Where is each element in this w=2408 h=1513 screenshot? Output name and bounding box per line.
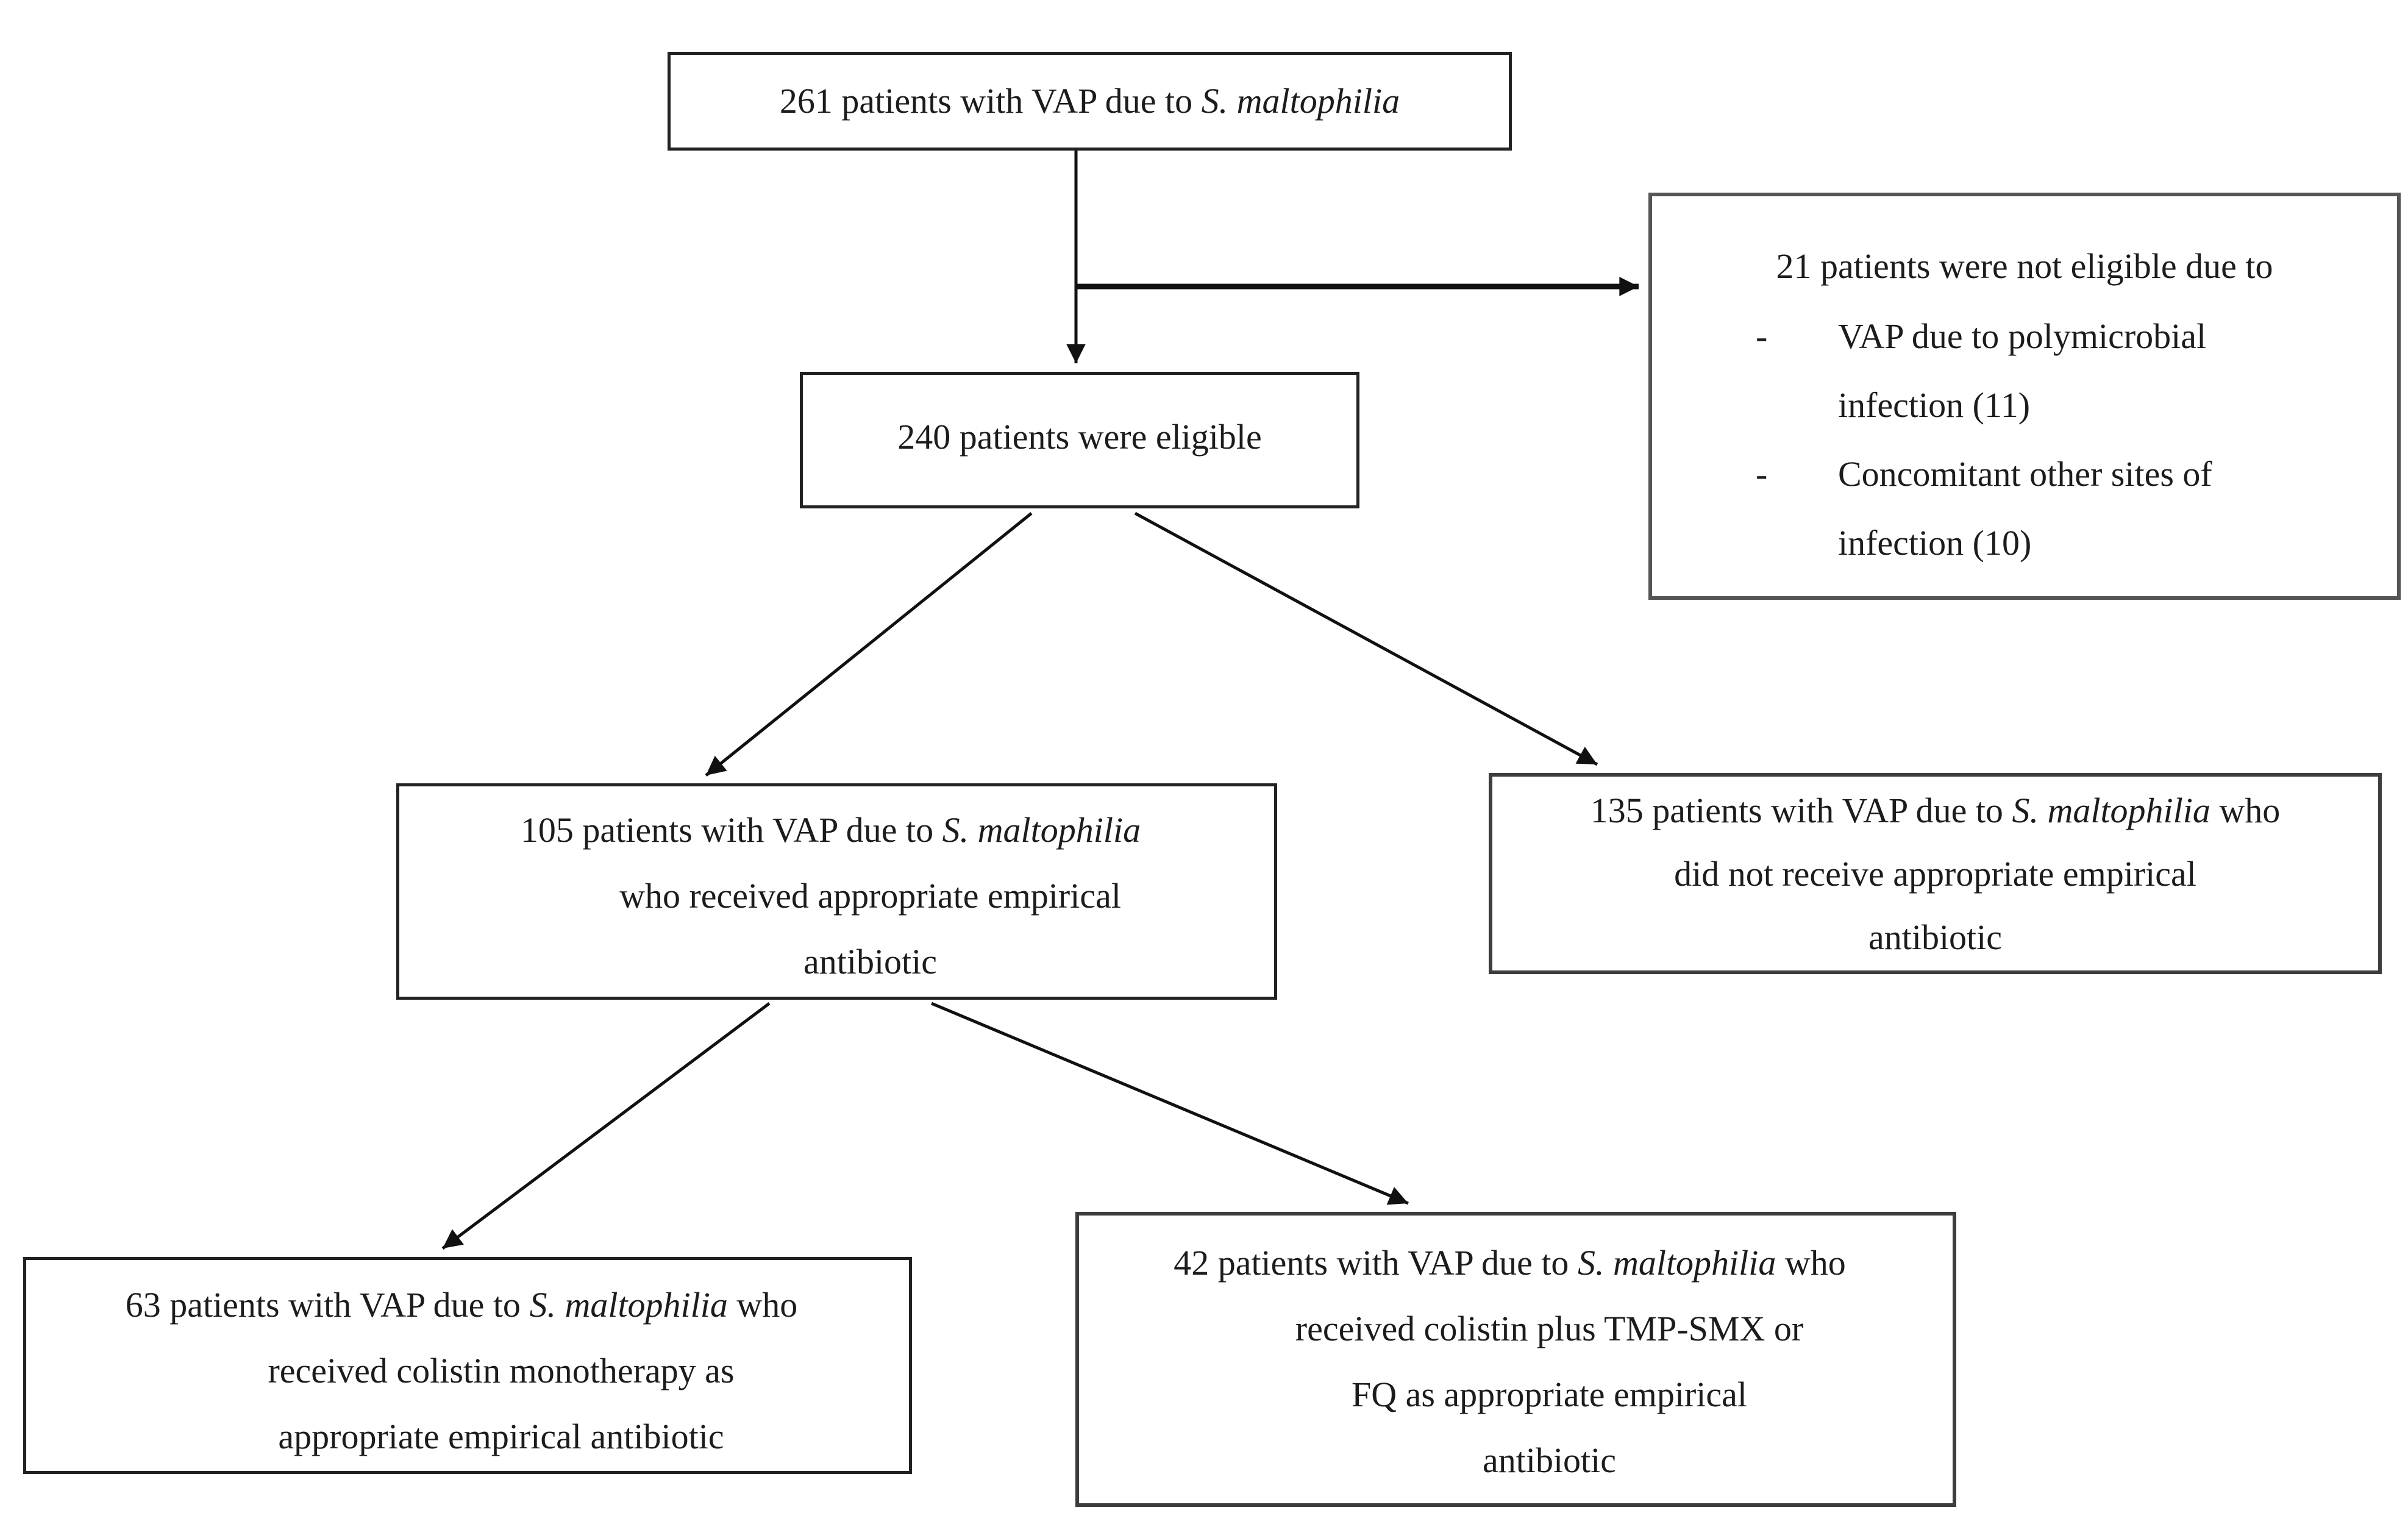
box-42-line-1: 42 patients with VAP due to S. maltophil… [1174, 1243, 1846, 1283]
box-21-not-eligible: 21 patients were not eligible due to -VA… [1648, 193, 2401, 600]
box-42-line-4: antibiotic [1482, 1440, 1617, 1480]
arrow-240-to-135 [1134, 511, 1598, 766]
box-135-line-3: antibiotic [1868, 917, 2003, 957]
box-63-colistin-monotherapy: 63 patients with VAP due to S. maltophil… [23, 1257, 912, 1474]
box-135-no-appropriate-empirical: 135 patients with VAP due to S. maltophi… [1489, 773, 2382, 974]
box-240-eligible: 240 patients were eligible [800, 372, 1359, 508]
box-105-appropriate-empirical: 105 patients with VAP due to S. maltophi… [396, 783, 1277, 1000]
arrow-105-to-42 [931, 1002, 1409, 1205]
box-21-bullet-list: -VAP due to polymicrobial infection (11)… [1652, 301, 2397, 577]
box-42-colistin-combination: 42 patients with VAP due to S. maltophil… [1075, 1212, 1956, 1507]
box-105-line-3: antibiotic [803, 942, 938, 981]
box-240-text: 240 patients were eligible [897, 417, 1262, 457]
box-135-line-1: 135 patients with VAP due to S. maltophi… [1590, 791, 2281, 830]
bullet-concomitant-cont: infection (10) [1838, 523, 2032, 563]
box-261-text: 261 patients with VAP due to S. maltophi… [779, 81, 1400, 121]
bullet-polymicrobial: -VAP due to polymicrobial [1756, 316, 2207, 356]
arrow-240-to-105 [705, 512, 1033, 777]
box-42-line-3: FQ as appropriate empirical [1351, 1375, 1748, 1414]
box-261-vap-patients: 261 patients with VAP due to S. maltophi… [668, 52, 1512, 151]
box-42-line-2: received colistin plus TMP-SMX or [1295, 1309, 1804, 1348]
box-105-line-1: 105 patients with VAP due to S. maltophi… [520, 810, 1141, 850]
box-63-line-2: received colistin monotherapy as [268, 1351, 735, 1390]
box-63-line-1: 63 patients with VAP due to S. maltophil… [125, 1285, 798, 1325]
bullet-polymicrobial-cont: infection (11) [1838, 385, 2031, 425]
box-63-line-3: appropriate empirical antibiotic [278, 1417, 724, 1456]
bullet-concomitant: -Concomitant other sites of [1756, 454, 2212, 494]
arrow-105-to-63 [441, 1002, 771, 1250]
box-135-line-2: did not receive appropriate empirical [1674, 854, 2196, 894]
box-21-title: 21 patients were not eligible due to [1776, 246, 2273, 286]
box-105-line-2: who received appropriate empirical [619, 876, 1121, 916]
